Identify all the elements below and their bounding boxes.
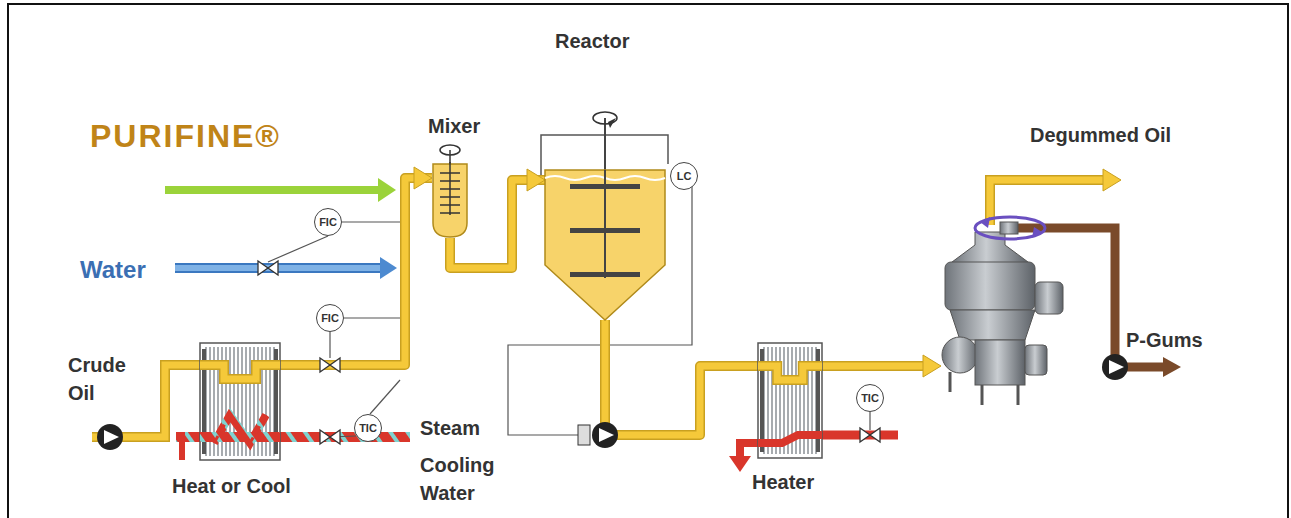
stream-label: Degummed Oil <box>1030 121 1171 149</box>
instrument-tag: LC <box>677 170 692 182</box>
instrument-tag: TIC <box>861 392 879 404</box>
heat-exchanger: Heat or Cool <box>200 343 280 460</box>
brand-logo: PURIFINE® <box>90 116 281 156</box>
arrow-head <box>414 167 432 189</box>
pipe-outline <box>605 320 758 435</box>
arrow-head <box>527 169 545 191</box>
stream-label: Steam <box>420 414 480 442</box>
equipment-label: Reactor <box>555 30 629 53</box>
equipment-label: Mixer <box>428 115 480 138</box>
vessel-outline <box>758 343 822 458</box>
vessel-outline <box>432 163 468 238</box>
instrument-bubble: TIC <box>856 384 884 412</box>
process-pipe <box>605 320 758 435</box>
pipe-core <box>280 178 432 365</box>
mixer-vessel: Mixer <box>432 163 468 238</box>
process-pipe <box>280 167 432 365</box>
stream-label: P-Gums <box>1126 326 1203 354</box>
instrument-tag: FIC <box>321 312 339 324</box>
equipment-label: Heat or Cool <box>172 475 291 498</box>
heat-exchanger: Heater <box>758 343 822 458</box>
stream-label: Cooling Water <box>420 451 520 507</box>
reactor-vessel: Reactor <box>545 170 665 320</box>
instrument-tag: FIC <box>319 216 337 228</box>
instrument-bubble: FIC <box>316 304 344 332</box>
stream-label: Water <box>80 254 146 286</box>
stream-label: Crude Oil <box>68 351 148 407</box>
instrument-tag: TIC <box>359 422 377 434</box>
instrument-bubble: LC <box>670 162 698 190</box>
instrument-bubble: TIC <box>354 414 382 442</box>
vessel-outline <box>545 170 665 320</box>
pipe-outline <box>280 178 432 365</box>
instrument-bubble: FIC <box>314 208 342 236</box>
equipment-label: Heater <box>752 471 814 494</box>
pipe-core <box>605 320 758 435</box>
vessel-outline <box>200 343 280 460</box>
